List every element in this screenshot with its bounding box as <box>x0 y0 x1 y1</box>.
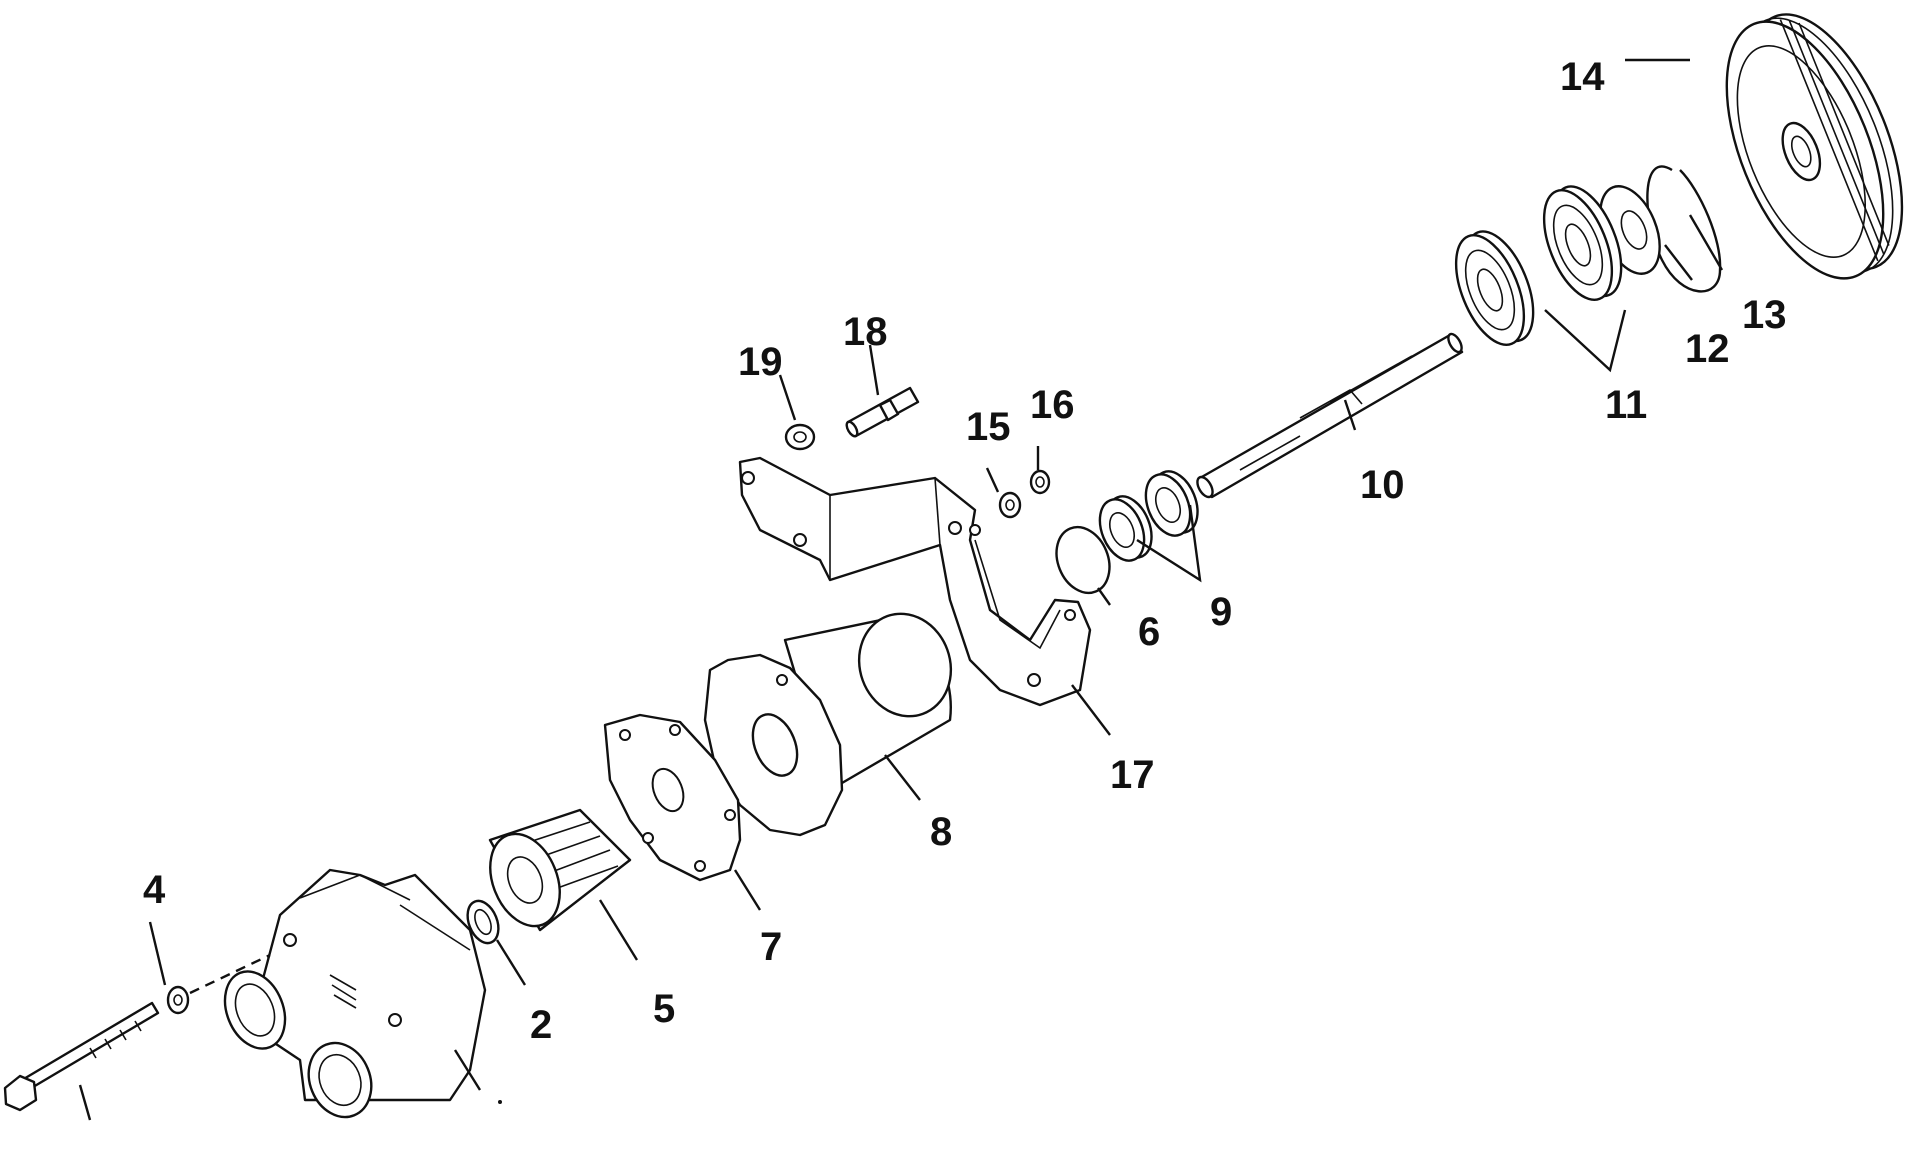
callout-4: 4 <box>143 868 166 912</box>
part-bracket <box>738 456 1092 707</box>
part-pump-body <box>223 868 487 1119</box>
callout-13: 12 <box>1685 327 1730 371</box>
part-seal-ring <box>466 899 500 945</box>
part-seals <box>1098 470 1199 562</box>
part-stud <box>845 386 920 438</box>
callouts: 14 13 12 11 10 9 6 17 15 16 19 18 8 7 5 … <box>143 55 1787 1047</box>
callout-6: 6 <box>1138 610 1160 654</box>
callout-15: 15 <box>966 405 1011 449</box>
part-housing <box>703 612 953 837</box>
callout-7: 7 <box>760 925 782 969</box>
callout-17: 17 <box>1110 753 1155 797</box>
part-o-ring <box>1055 525 1111 595</box>
part-bolt <box>3 1001 160 1112</box>
part-nut-19 <box>784 423 816 451</box>
callout-19: 19 <box>738 340 783 384</box>
callout-10: 11 <box>1605 383 1647 427</box>
callout-9: 9 <box>1210 590 1232 634</box>
callout-5: 5 <box>653 987 675 1031</box>
leader-lines <box>78 58 1724 1121</box>
callout-12: 13 <box>1742 293 1787 337</box>
part-impeller <box>488 808 632 932</box>
callout-8: 8 <box>930 810 952 854</box>
part-pulley <box>1725 13 1904 280</box>
part-shaft <box>1196 332 1464 499</box>
callout-16: 16 <box>1030 383 1075 427</box>
part-bearings <box>1454 185 1623 346</box>
part-small-washer <box>166 985 190 1015</box>
part-nut-15 <box>998 491 1022 519</box>
callout-2: 2 <box>530 1003 552 1047</box>
part-snap-ring <box>1646 165 1722 293</box>
part-nut-16 <box>1029 469 1051 495</box>
callout-18: 18 <box>843 310 888 354</box>
callout-11: 10 <box>1360 463 1405 507</box>
part-gasket <box>603 713 742 882</box>
callout-14: 14 <box>1560 55 1605 99</box>
